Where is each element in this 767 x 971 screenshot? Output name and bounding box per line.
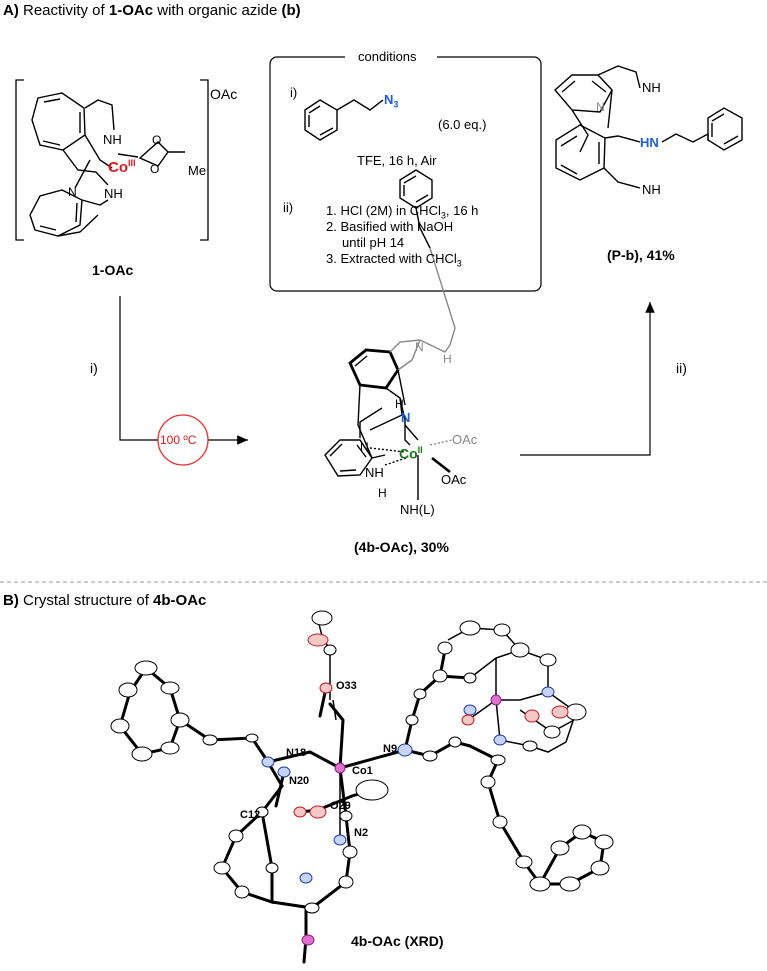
atom-label-n9: N9 <box>383 743 398 755</box>
int-nh: NH <box>365 465 384 480</box>
temp-circle <box>157 414 209 466</box>
step-1: 1. HCl (2M) in CHCl3, 16 h <box>326 203 479 221</box>
n9-atom <box>397 743 413 757</box>
intermediate-label: (4b-OAc), 30% <box>354 539 449 555</box>
azide-n3: N3 <box>384 92 399 110</box>
int-h-bottom: H <box>378 486 387 500</box>
int-oac2: OAc <box>441 472 467 487</box>
start-nh-bottom: NH <box>104 186 123 201</box>
pb-nh1: NH <box>642 80 661 95</box>
pb-nh2: NH <box>642 182 661 197</box>
condition-i-number: i) <box>290 85 298 100</box>
n18-atom <box>277 766 291 778</box>
atom-label-c12: C12 <box>240 809 261 821</box>
pb-hn: HN <box>640 135 659 150</box>
o33-atom <box>319 682 333 694</box>
step-2: 2. Basified with NaOH <box>326 219 454 234</box>
section-b-title: B) Crystal structure of 4b-OAc <box>3 592 207 609</box>
product-label: (P-b), 41% <box>607 247 675 263</box>
int-n-gray: N <box>415 340 424 354</box>
product-structure <box>554 65 743 189</box>
step-3: 3. Extracted with CHCl3 <box>326 251 462 269</box>
start-o1: O <box>152 133 162 147</box>
arrow-ii-label: ii) <box>676 360 687 376</box>
equiv-label: (6.0 eq.) <box>438 117 487 132</box>
conditions-title: conditions <box>358 49 417 64</box>
start-cobalt: CoIII <box>108 158 136 176</box>
atom-label-n18: N18 <box>286 747 307 759</box>
co1-atom <box>334 762 346 774</box>
start-compound-label: 1-OAc <box>92 262 134 278</box>
int-h1: H <box>395 397 404 411</box>
xrd-structure <box>110 610 614 964</box>
step-2b: until pH 14 <box>342 235 405 250</box>
arrow-i-label: i) <box>90 360 98 376</box>
azide-structure <box>304 99 384 141</box>
counterion-label: OAc <box>210 86 238 102</box>
atom-label-n20: N20 <box>289 775 310 787</box>
start-nh-top: NH <box>103 132 122 147</box>
start-o2: O <box>150 162 160 176</box>
int-n-blue: N <box>401 410 411 425</box>
o29-atom <box>309 805 327 819</box>
intermediate-structure <box>324 169 456 500</box>
int-cobalt: CoII <box>399 445 423 462</box>
atom-label-co1: Co1 <box>352 765 373 777</box>
condition-ii-number: ii) <box>283 200 294 215</box>
n20-atom <box>261 756 275 768</box>
temperature-label: 100 ºC <box>160 433 197 447</box>
n2-atom <box>333 834 347 846</box>
int-h-gray: H <box>443 352 452 366</box>
pb-n: N <box>596 100 605 114</box>
atom-label-o33: O33 <box>336 680 357 692</box>
section-a-title: A) Reactivity of 1-OAc with organic azid… <box>3 2 301 19</box>
atom-label-n2: N2 <box>354 827 369 839</box>
start-brackets <box>15 79 209 241</box>
int-nhl: NH(L) <box>400 502 435 517</box>
start-n: N <box>68 185 77 199</box>
int-oac1: OAc <box>452 432 478 447</box>
atom-label-o29: O29 <box>330 800 351 812</box>
start-complex-structure <box>29 92 185 237</box>
xrd-label: 4b-OAc (XRD) <box>351 933 444 949</box>
start-me: Me <box>188 163 207 178</box>
int-n2: N <box>360 440 369 454</box>
condition-i-text: TFE, 16 h, Air <box>357 153 437 168</box>
